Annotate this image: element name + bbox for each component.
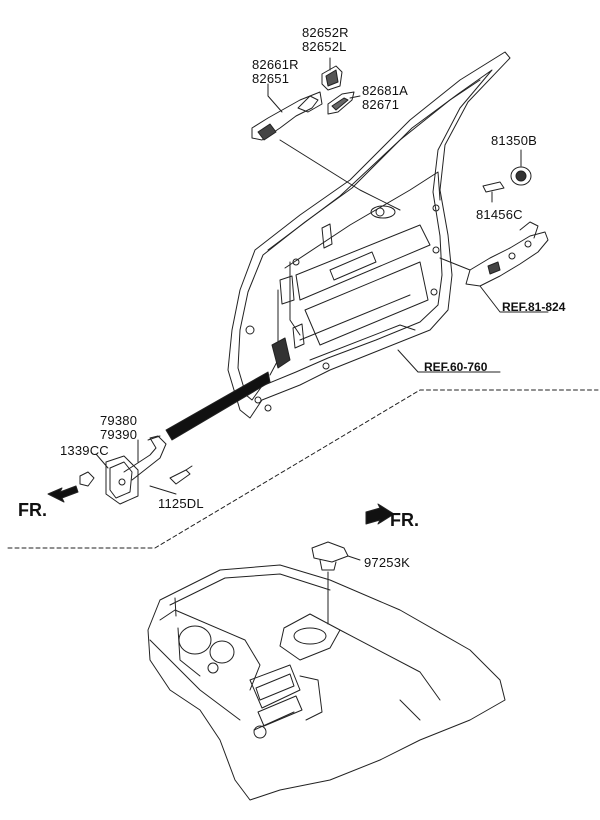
ref-81-824: REF.81-824: [502, 300, 566, 314]
label-82661r: 82661R: [252, 57, 299, 72]
fr-arrow-door: [47, 485, 79, 503]
label-82681a: 82681A: [362, 83, 409, 98]
label-81350b: 81350B: [491, 133, 538, 148]
dashboard-assembly: [147, 564, 506, 801]
label-1125dl: 1125DL: [158, 496, 204, 511]
label-1339cc: 1339CC: [60, 443, 109, 458]
label-82652l: 82652L: [302, 39, 347, 54]
fr-label-dash: FR.: [390, 510, 419, 530]
door-latch: [439, 149, 549, 313]
ref-60-760: REF.60-760: [424, 360, 488, 374]
label-79390: 79390: [100, 427, 138, 442]
label-82652r: 82652R: [302, 25, 349, 40]
label-97253k: 97253K: [364, 555, 411, 570]
fr-arrow-dash: [365, 503, 395, 525]
label-82671: 82671: [362, 97, 400, 112]
door-checker: [79, 371, 271, 505]
fr-label-door: FR.: [18, 500, 47, 520]
label-79380: 79380: [100, 413, 138, 428]
door-assembly: [227, 51, 511, 419]
label-81456c: 81456C: [476, 207, 523, 222]
outside-handle: [251, 57, 401, 211]
label-82651: 82651: [252, 71, 290, 86]
ref-60-leader: [397, 349, 501, 373]
photo-sensor: [311, 541, 361, 625]
section-divider: [7, 389, 599, 549]
